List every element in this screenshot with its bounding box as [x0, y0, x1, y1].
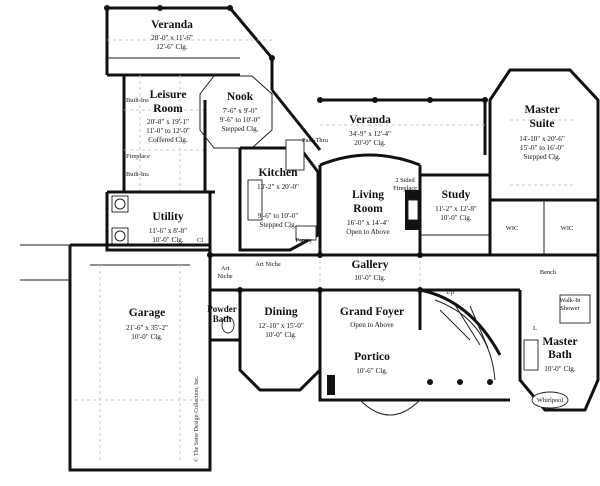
master-bath-title-2: Bath	[548, 349, 572, 361]
portico-title: Portico	[354, 351, 390, 363]
master-suite-dim-1: 14'-10" x 20'-6"	[519, 135, 565, 143]
study-title: Study	[442, 189, 471, 201]
kitchen-dim-1: 13'-2" x 20'-0"	[257, 183, 299, 191]
master-bath-dim: 10'-0" Clg.	[544, 365, 576, 373]
kitchen-dim-2: 9'-6" to 10'-0"	[258, 212, 298, 220]
utility-title: Utility	[152, 211, 184, 223]
dining-dim-2: 10'-0" Clg.	[265, 331, 297, 339]
art-niche-left-label-1: Art	[221, 265, 230, 272]
nook-title: Nook	[227, 91, 254, 103]
art-niche-left-label-2: Niche	[217, 273, 232, 280]
built-ins-bottom-label: Built-Ins	[126, 171, 149, 178]
fireplace-label: Fireplace	[126, 153, 150, 160]
walk-in-shower-label-1: Walk-In	[560, 297, 582, 304]
l-mark-label: L	[533, 325, 537, 332]
gallery-title: Gallery	[351, 259, 388, 271]
portico-dim: 10'-6" Clg.	[356, 367, 388, 375]
nook-dim-2: 9'-6" to 10'-0"	[220, 116, 260, 124]
up-label: Up	[446, 289, 454, 296]
copyright-text: © The Sater Design Collection, Inc.	[193, 375, 200, 462]
dining-title: Dining	[264, 306, 297, 318]
master-suite-title-1: Master	[524, 104, 559, 116]
living-title-2: Room	[353, 203, 383, 215]
living-dim-2: Open to Above	[346, 228, 390, 236]
dining-dim-1: 12'-10" x 15'-0"	[258, 322, 304, 330]
master-suite-dim-2: 15'-0" to 16'-0"	[520, 144, 564, 152]
living-dim-1: 16'-0" x 14'-4"	[347, 219, 389, 227]
master-suite-title-2: Suite	[530, 118, 555, 130]
closet-label: Cl	[197, 237, 203, 244]
veranda-mid-title: Veranda	[349, 114, 391, 126]
gallery-dim: 10'-0" Clg.	[354, 274, 386, 282]
art-niche-top-label: Art Niche	[255, 261, 281, 268]
plan-walls	[20, 5, 600, 472]
grand-foyer-dim: Open to Above	[350, 321, 394, 329]
pantry-label: Pantry	[296, 237, 313, 244]
garage-title: Garage	[129, 307, 165, 319]
bench-label: Bench	[540, 269, 557, 276]
garage-dim-1: 21'-6" x 35'-2"	[126, 324, 168, 332]
veranda-top-title: Veranda	[151, 19, 193, 31]
nook-dim-3: Stepped Clg.	[221, 125, 258, 133]
veranda-mid-dim-1: 34'-9" x 12'-4"	[349, 130, 391, 138]
utility-dim-2: 10'-0" Clg.	[152, 236, 184, 244]
built-ins-top-label: Built-Ins	[126, 97, 149, 104]
kitchen-title: Kitchen	[259, 167, 299, 179]
whirlpool-label: Whirlpool	[537, 397, 563, 404]
kitchen-dim-3: Stepped Clg.	[259, 221, 296, 229]
wic-left-label: WIC	[506, 225, 518, 232]
utility-dim-1: 11'-6" x 8'-8"	[149, 227, 187, 235]
leisure-dim-1: 20'-8" x 19'-1"	[147, 118, 189, 126]
grand-foyer-title: Grand Foyer	[340, 306, 404, 318]
garage-dim-2: 10'-0" Clg.	[131, 333, 163, 341]
master-bath-title-1: Master	[542, 336, 577, 348]
veranda-top-dim-1: 28'-0" x 11'-6"	[151, 34, 193, 42]
study-dim-1: 11'-2" x 12'-8"	[435, 205, 477, 213]
powder-bath-title-1: Powder	[207, 304, 237, 314]
pass-thru-label: Pass-Thru	[302, 137, 329, 144]
veranda-mid-dim-2: 20'-0" Clg.	[354, 139, 386, 147]
two-sided-fireplace-label-2: Fireplace	[393, 185, 417, 192]
leisure-title-2: Room	[153, 103, 183, 115]
two-sided-fireplace-label-1: 2 Sided	[395, 177, 415, 184]
walk-in-shower-label-2: Shower	[560, 305, 580, 312]
nook-dim-1: 7'-6" x 9'-0"	[223, 107, 258, 115]
veranda-top-dim-2: 12'-6" Clg.	[156, 43, 188, 51]
powder-bath-title-2: Bath	[213, 314, 232, 324]
leisure-dim-2: 11'-0" to 12'-0"	[146, 127, 190, 135]
leisure-dim-3: Coffered Clg.	[148, 136, 188, 144]
master-suite-dim-3: Stepped Clg.	[523, 153, 560, 161]
living-title-1: Living	[352, 189, 384, 201]
leisure-title-1: Leisure	[150, 89, 187, 101]
study-dim-2: 10'-0" Clg.	[440, 214, 472, 222]
wic-right-label: WIC	[561, 225, 573, 232]
